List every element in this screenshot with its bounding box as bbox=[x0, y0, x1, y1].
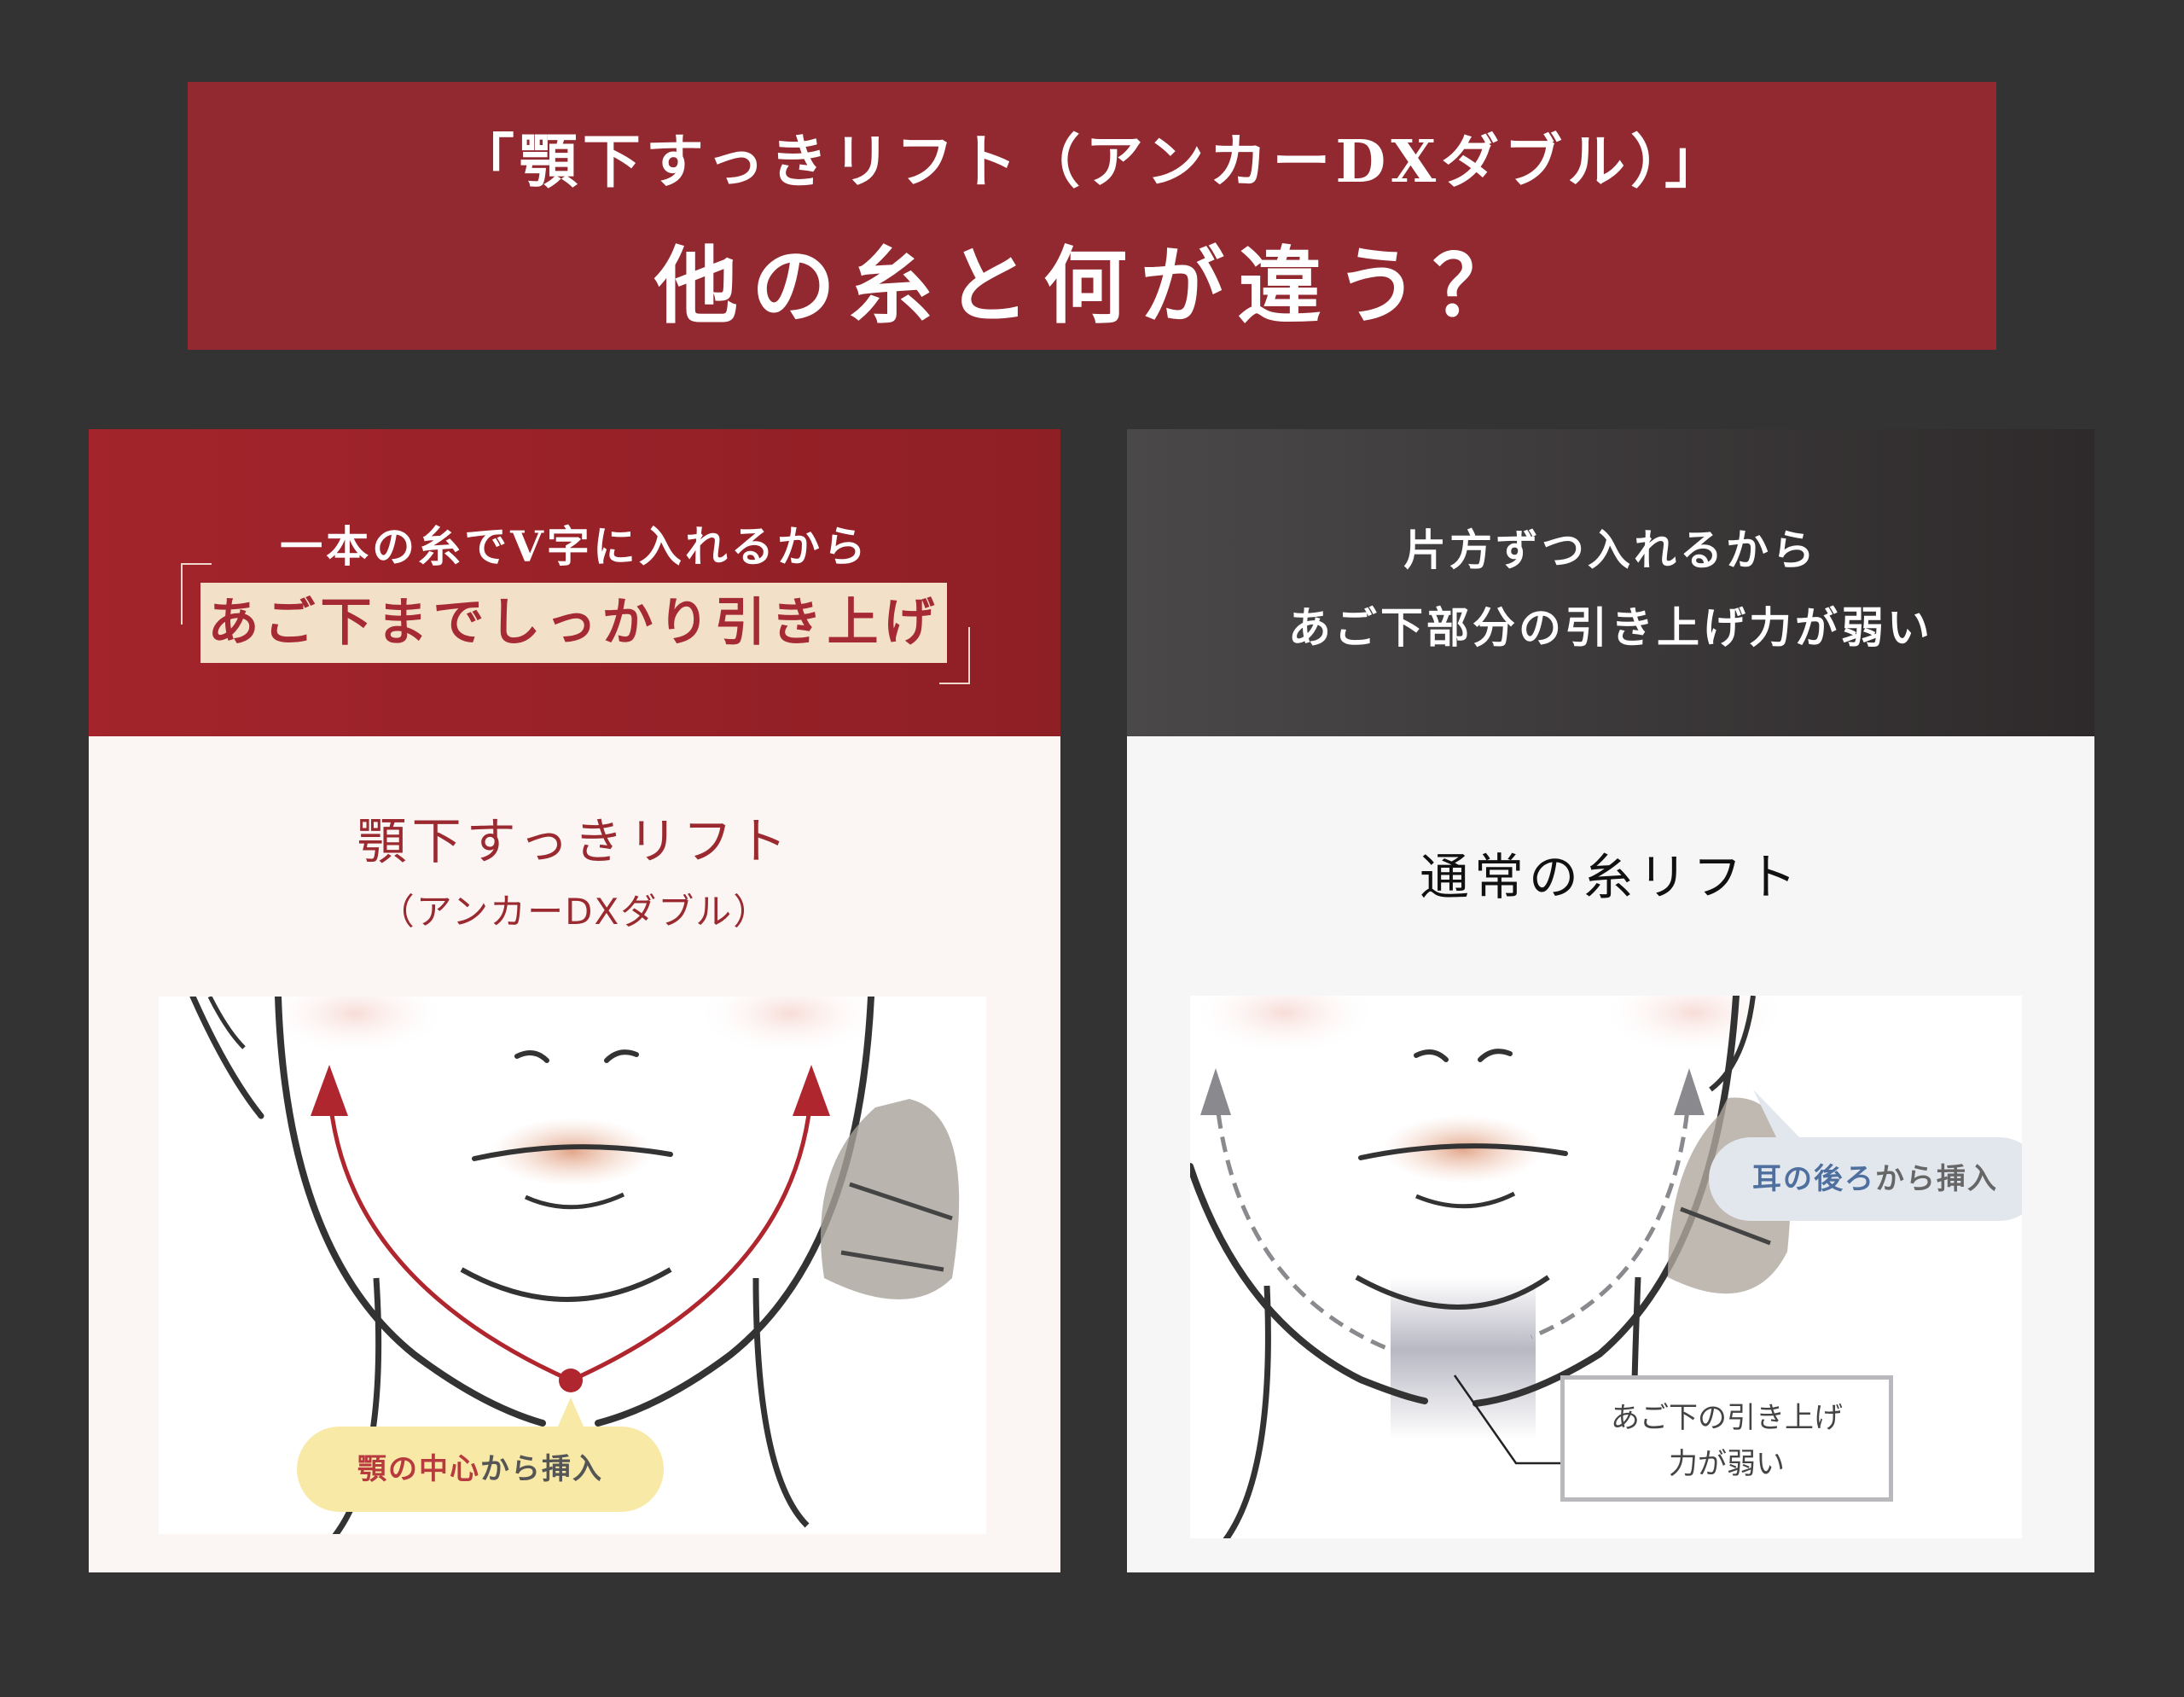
label-rest: から挿入 bbox=[1875, 1162, 1998, 1196]
bracket-close-decoration bbox=[939, 627, 970, 684]
label-highlight: 耳の後ろ bbox=[1752, 1162, 1875, 1196]
header-lead: 一本の糸でV字に入れるから bbox=[280, 521, 869, 572]
insertion-point-label: 耳の後ろから挿入 bbox=[1709, 1137, 2022, 1221]
panel-title: 通常の糸リフト bbox=[1419, 848, 1802, 906]
comparison-panel-anchor-dx: 一本の糸でV字に入れるから あご下までしっかり引き上げ 顎下すっきリフト （アン… bbox=[89, 429, 1060, 1572]
weak-lift-callout: あご下の引き上げ 力が弱い bbox=[1560, 1375, 1893, 1502]
face-illustration-separate-threads: 耳の後ろから挿入 あご下の引き上げ 力が弱い bbox=[1190, 996, 2022, 1538]
callout-line-1: あご下の引き上げ bbox=[1611, 1401, 1843, 1435]
label-highlight: 顎の中心 bbox=[357, 1452, 480, 1486]
comparison-panel-regular-thread: 片方ずつ入れるから あご下部分の引き上げ力が弱い 通常の糸リフト bbox=[1127, 429, 2094, 1572]
header-highlight: あご下までしっかり引き上げ bbox=[200, 583, 947, 663]
insertion-point-label: 顎の中心から挿入 bbox=[297, 1427, 664, 1512]
panel-title: 顎下すっきリフト bbox=[357, 812, 793, 870]
face-drawing-icon bbox=[189, 997, 960, 1534]
face-drawing-icon bbox=[1190, 996, 1804, 1538]
header-line-2: あご下部分の引き上げ力が弱い bbox=[1288, 602, 1933, 653]
header-line-1: 片方ずつ入れるから bbox=[1403, 525, 1818, 575]
panel-header-anchor-dx: 一本の糸でV字に入れるから あご下までしっかり引き上げ bbox=[89, 429, 1060, 736]
banner-title: 他の糸と何が違う？ bbox=[653, 237, 1530, 335]
banner-subtitle: 「顎下すっきリフト（アンカーDXダブル）」 bbox=[456, 128, 1728, 196]
panel-header-regular-thread: 片方ずつ入れるから あご下部分の引き上げ力が弱い bbox=[1127, 429, 2094, 736]
callout-line-2: 力が弱い bbox=[1669, 1447, 1785, 1481]
title-banner: 「顎下すっきリフト（アンカーDXダブル）」 他の糸と何が違う？ bbox=[188, 82, 1996, 350]
bracket-open-decoration bbox=[181, 563, 212, 625]
label-rest: から挿入 bbox=[480, 1452, 603, 1486]
panel-subtitle: （アンカーDXダブル） bbox=[378, 891, 771, 933]
face-illustration-v-thread: 顎の中心から挿入 bbox=[159, 997, 986, 1534]
